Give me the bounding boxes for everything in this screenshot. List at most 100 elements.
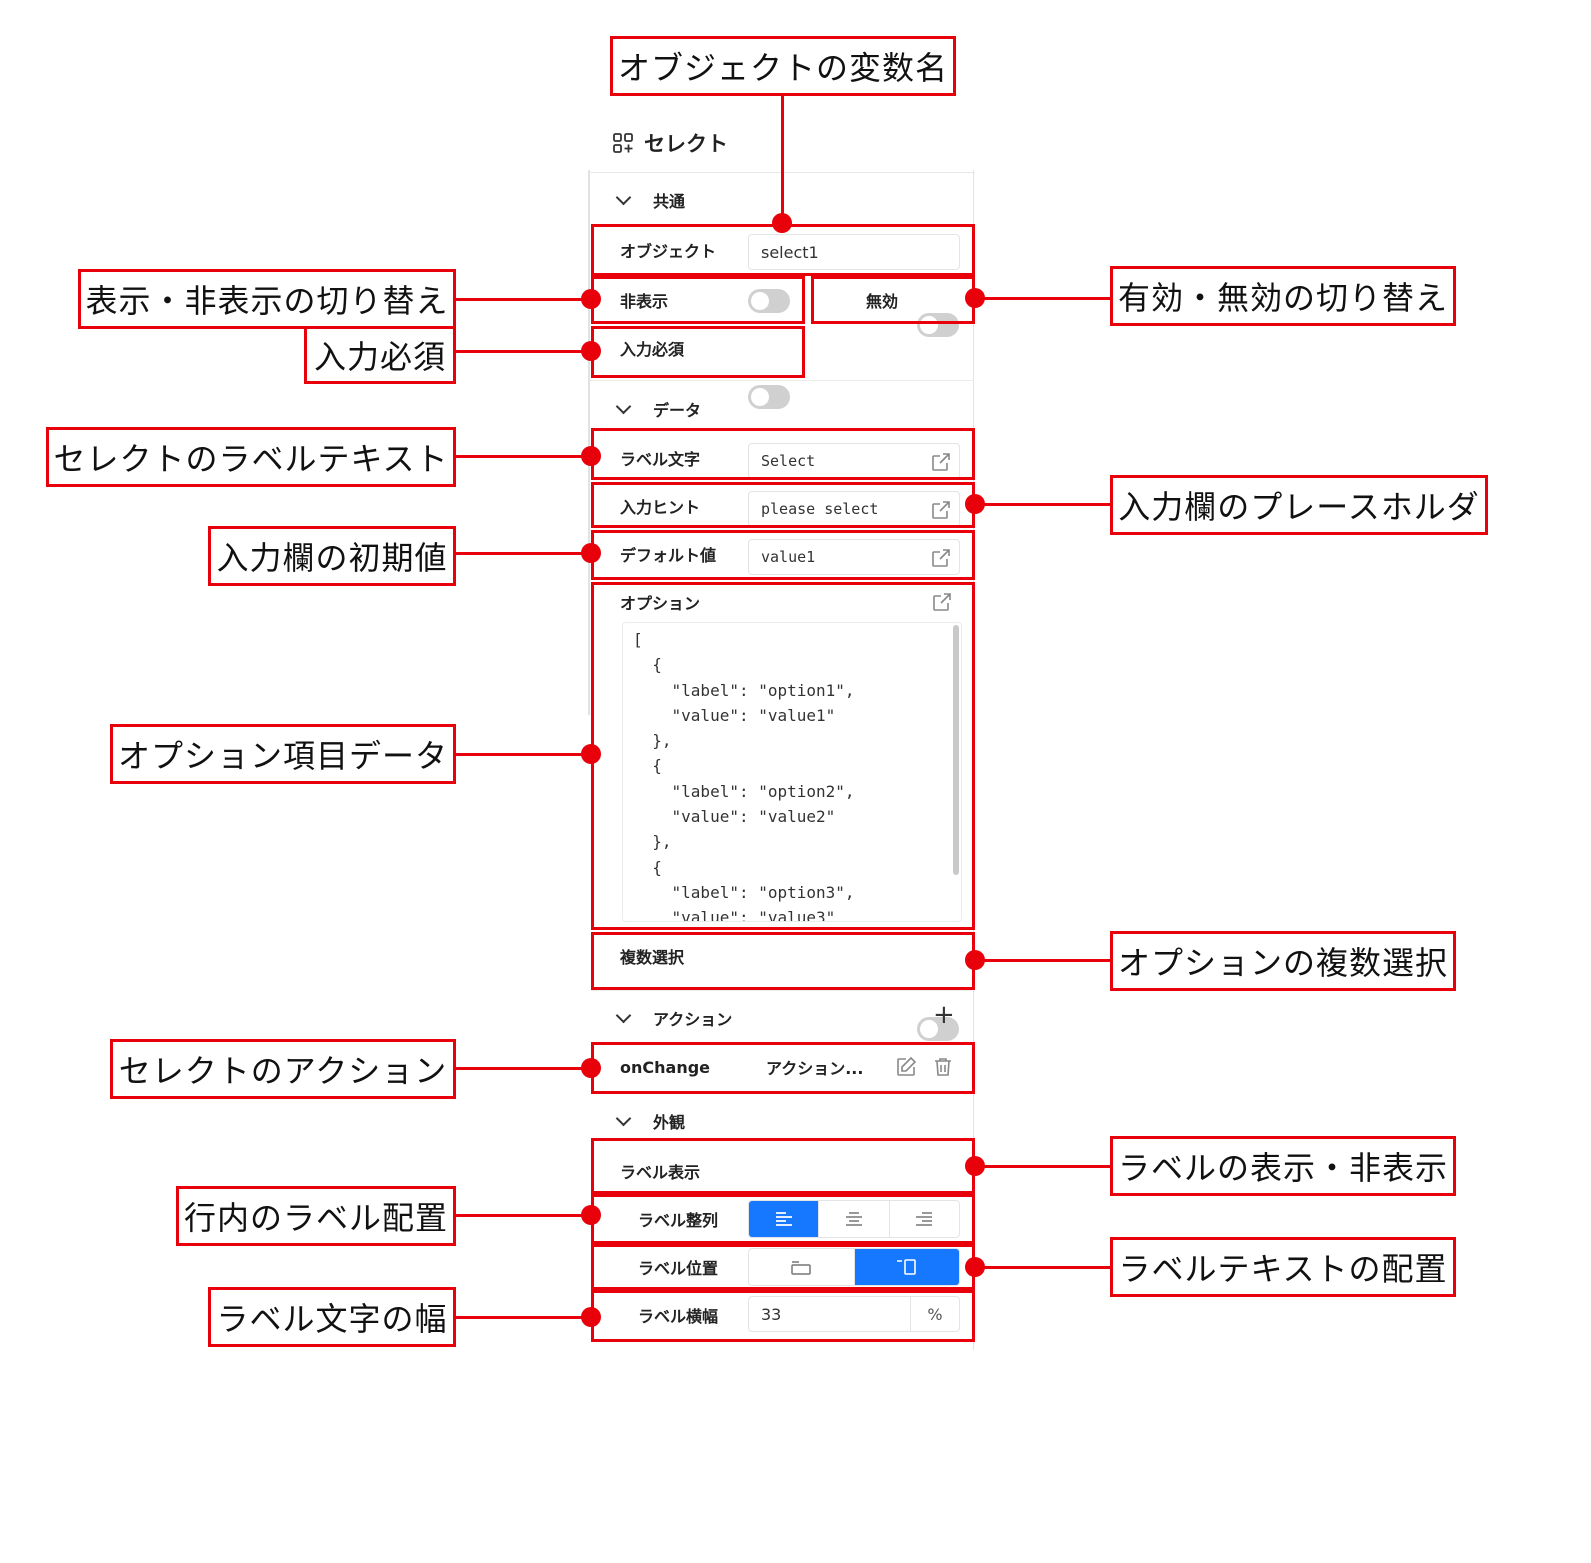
highlight-multi bbox=[591, 932, 975, 990]
edit-icon[interactable] bbox=[895, 1056, 917, 1078]
action-summary[interactable]: アクション... bbox=[766, 1059, 864, 1078]
options-label: オプション bbox=[620, 594, 701, 613]
callout-placeholder: 入力欄のプレースホルダ bbox=[1110, 475, 1488, 535]
divider bbox=[590, 380, 974, 381]
align-right-option[interactable] bbox=[888, 1201, 959, 1237]
hidden-toggle[interactable] bbox=[748, 289, 790, 313]
leader-line bbox=[456, 350, 591, 353]
label-text-input[interactable]: Select bbox=[748, 443, 960, 479]
grid-add-icon bbox=[613, 133, 633, 153]
default-value: value1 bbox=[761, 548, 816, 566]
multi-select-label: 複数選択 bbox=[620, 948, 685, 967]
hidden-label: 非表示 bbox=[620, 292, 669, 311]
leader-line bbox=[975, 1165, 1110, 1168]
label-align-segmented[interactable] bbox=[748, 1200, 960, 1238]
position-left-icon bbox=[896, 1259, 916, 1275]
highlight-width bbox=[591, 1290, 975, 1342]
callout-visibility: 表示・非表示の切り替え bbox=[78, 269, 456, 329]
leader-line bbox=[975, 959, 1110, 962]
highlight-default bbox=[591, 530, 975, 580]
panel-edge bbox=[588, 170, 590, 715]
section-data-header[interactable]: データ bbox=[614, 396, 701, 422]
object-name-value: select1 bbox=[761, 242, 819, 262]
leader-dot bbox=[581, 543, 601, 563]
section-common-header[interactable]: 共通 bbox=[614, 187, 685, 213]
label-width-input[interactable]: 33 % bbox=[748, 1296, 960, 1332]
callout-multi-select: オプションの複数選択 bbox=[1110, 931, 1456, 991]
default-label: デフォルト値 bbox=[620, 546, 717, 565]
leader-line bbox=[456, 298, 591, 301]
action-event-name[interactable]: onChange bbox=[620, 1057, 711, 1077]
property-panel bbox=[590, 110, 975, 1360]
leader-dot bbox=[581, 1058, 601, 1078]
highlight-action bbox=[591, 1042, 975, 1094]
align-center-icon bbox=[845, 1212, 862, 1226]
external-link-icon[interactable] bbox=[930, 499, 952, 521]
external-link-icon[interactable] bbox=[931, 591, 953, 613]
leader-dot bbox=[581, 744, 601, 764]
position-left-option[interactable] bbox=[853, 1249, 959, 1285]
highlight-hidden bbox=[591, 276, 805, 324]
leader-line bbox=[975, 503, 1110, 506]
label-width-value: 33 bbox=[761, 1304, 782, 1324]
highlight-disabled bbox=[811, 276, 975, 324]
align-right-icon bbox=[916, 1212, 933, 1226]
placeholder-input[interactable]: please select bbox=[748, 491, 960, 527]
default-value-input[interactable]: value1 bbox=[748, 539, 960, 575]
external-link-icon[interactable] bbox=[930, 451, 952, 473]
leader-line bbox=[456, 753, 591, 756]
leader-line bbox=[975, 297, 1110, 300]
multi-select-toggle[interactable] bbox=[917, 1017, 959, 1041]
align-left-icon bbox=[775, 1212, 792, 1226]
label-width-unit: % bbox=[910, 1297, 959, 1331]
highlight-align bbox=[591, 1194, 975, 1244]
callout-action: セレクトのアクション bbox=[110, 1039, 456, 1099]
position-top-option[interactable] bbox=[749, 1249, 854, 1285]
label-text-label: ラベル文字 bbox=[620, 450, 701, 469]
section-action-header[interactable]: アクション bbox=[614, 1005, 732, 1031]
leader-dot bbox=[581, 289, 601, 309]
add-action-button[interactable]: + bbox=[933, 1000, 955, 1030]
callout-required: 入力必須 bbox=[304, 326, 456, 384]
panel-title: セレクト bbox=[612, 128, 728, 158]
callout-label-align: 行内のラベル配置 bbox=[176, 1186, 456, 1246]
required-toggle[interactable] bbox=[748, 385, 790, 409]
section-label: データ bbox=[653, 401, 702, 420]
highlight-options bbox=[591, 582, 975, 930]
leader-dot bbox=[965, 494, 985, 514]
leader-dot bbox=[965, 1156, 985, 1176]
section-label: アクション bbox=[653, 1010, 733, 1029]
leader-dot bbox=[965, 1257, 985, 1277]
disabled-toggle[interactable] bbox=[917, 313, 959, 337]
options-code-editor[interactable]: [ { "label": "option1", "value": "value1… bbox=[622, 622, 962, 922]
leader-line bbox=[456, 1316, 591, 1319]
object-name-input[interactable]: select1 bbox=[748, 234, 960, 270]
label-position-segmented[interactable] bbox=[748, 1248, 960, 1286]
label-align-label: ラベル整列 bbox=[638, 1211, 719, 1230]
position-top-icon bbox=[791, 1261, 811, 1275]
align-left-option[interactable] bbox=[749, 1201, 819, 1237]
section-label: 共通 bbox=[653, 192, 686, 211]
align-center-option[interactable] bbox=[818, 1201, 888, 1237]
highlight-hint bbox=[591, 482, 975, 528]
scrollbar[interactable] bbox=[953, 625, 959, 875]
label-width-label: ラベル横幅 bbox=[638, 1307, 719, 1326]
section-label: 外観 bbox=[653, 1113, 686, 1132]
trash-icon[interactable] bbox=[932, 1056, 954, 1078]
leader-dot bbox=[581, 341, 601, 361]
leader-line bbox=[456, 1214, 591, 1217]
leader-line bbox=[975, 1266, 1110, 1269]
callout-enabled: 有効・無効の切り替え bbox=[1110, 266, 1456, 326]
placeholder-value: please select bbox=[761, 500, 879, 518]
chevron-down-icon bbox=[615, 1007, 632, 1024]
disabled-label: 無効 bbox=[866, 292, 899, 311]
leader-dot bbox=[965, 950, 985, 970]
leader-dot bbox=[581, 1205, 601, 1225]
external-link-icon[interactable] bbox=[930, 547, 952, 569]
label-text-value: Select bbox=[761, 452, 816, 470]
section-appearance-header[interactable]: 外観 bbox=[614, 1108, 685, 1134]
show-label-label: ラベル表示 bbox=[620, 1163, 701, 1182]
callout-initial-value: 入力欄の初期値 bbox=[208, 526, 456, 586]
leader-line bbox=[781, 96, 784, 222]
highlight-required bbox=[591, 326, 805, 378]
